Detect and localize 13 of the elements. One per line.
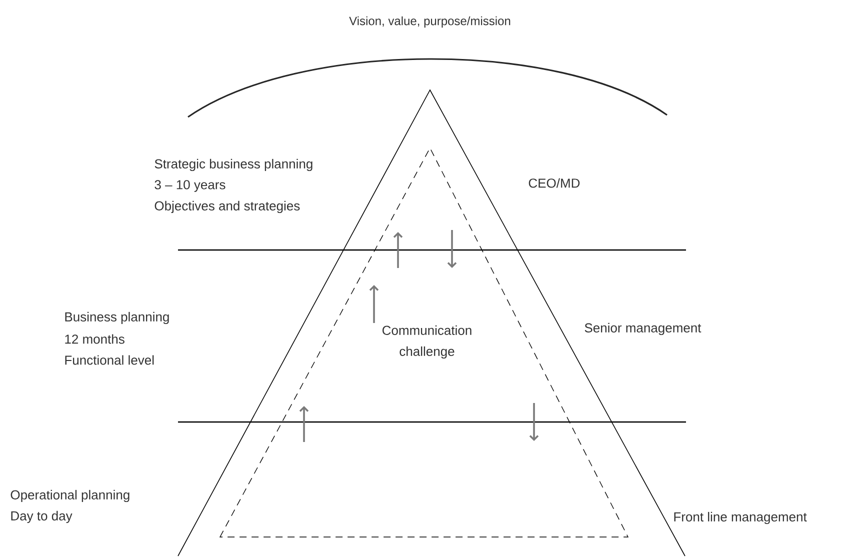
label-text: Communication challenge — [382, 325, 472, 359]
label-text: Operational planning — [10, 490, 130, 502]
label-text: Day to day — [11, 510, 72, 524]
label-text: Strategic business planning — [154, 158, 312, 172]
label-text: 12 months — [65, 334, 124, 344]
label-text: Objectives and strategies — [154, 200, 300, 214]
title: Vision, value, purpose/mission — [349, 16, 510, 28]
label-text: Senior management — [584, 322, 702, 336]
label-text: Front line management — [674, 512, 807, 524]
label-text: Business planning — [65, 312, 169, 324]
label-text: 3 – 10 years — [154, 180, 226, 192]
label-text: CEO/MD — [528, 178, 580, 188]
label-text: Functional level — [65, 355, 154, 365]
